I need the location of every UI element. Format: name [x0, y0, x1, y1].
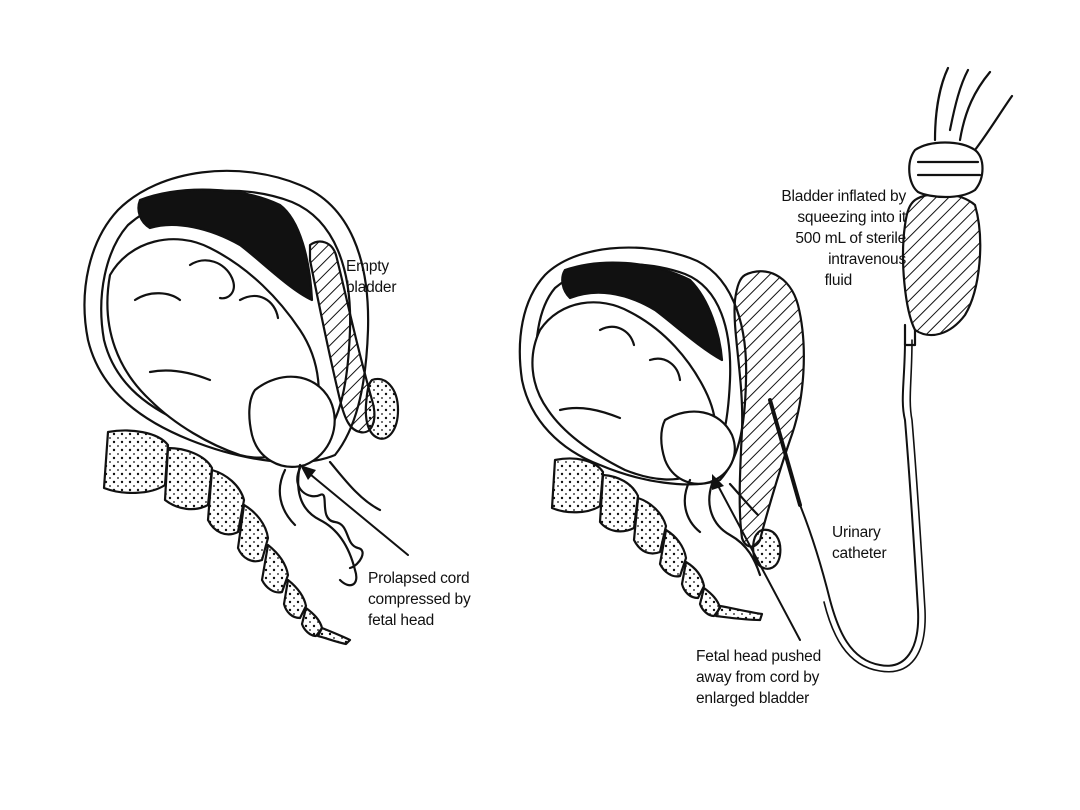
right-inflated-bladder — [735, 271, 804, 546]
label-fetal-head-pushed: Fetal head pushed away from cord by enla… — [696, 646, 821, 709]
label-line: intravenous — [728, 249, 906, 270]
left-fetal-head — [249, 377, 334, 467]
right-hand — [909, 143, 982, 198]
label-bladder-inflated: Bladder inflated by squeezing into it 50… — [728, 186, 906, 291]
right-illustration — [520, 68, 1012, 672]
right-fetal-head — [661, 412, 735, 484]
label-line: compressed by — [368, 589, 471, 610]
label-prolapsed-cord: Prolapsed cord compressed by fetal head — [368, 568, 471, 631]
label-line: Urinary — [832, 522, 886, 543]
label-line: Prolapsed cord — [368, 568, 471, 589]
label-line: catheter — [832, 543, 886, 564]
label-line: enlarged bladder — [696, 688, 821, 709]
left-cord-arrow-line — [305, 470, 408, 555]
right-pubic-bone — [753, 530, 780, 569]
right-iv-tubing — [800, 340, 918, 666]
label-urinary-catheter: Urinary catheter — [832, 522, 886, 564]
left-illustration — [85, 171, 408, 644]
label-line: away from cord by — [696, 667, 821, 688]
label-line: squeezing into it — [728, 207, 906, 228]
label-line: fetal head — [368, 610, 471, 631]
label-line: Empty — [346, 256, 396, 277]
label-line: 500 mL of sterile — [728, 228, 906, 249]
left-pubic-bone — [366, 379, 398, 439]
label-empty-bladder: Empty bladder — [346, 256, 396, 298]
label-line: fluid — [728, 270, 906, 291]
label-line: Bladder inflated by — [728, 186, 906, 207]
left-spine — [104, 431, 350, 644]
right-iv-bag — [903, 194, 980, 335]
label-line: Fetal head pushed — [696, 646, 821, 667]
label-line: bladder — [346, 277, 396, 298]
left-prolapsed-cord — [297, 468, 362, 568]
